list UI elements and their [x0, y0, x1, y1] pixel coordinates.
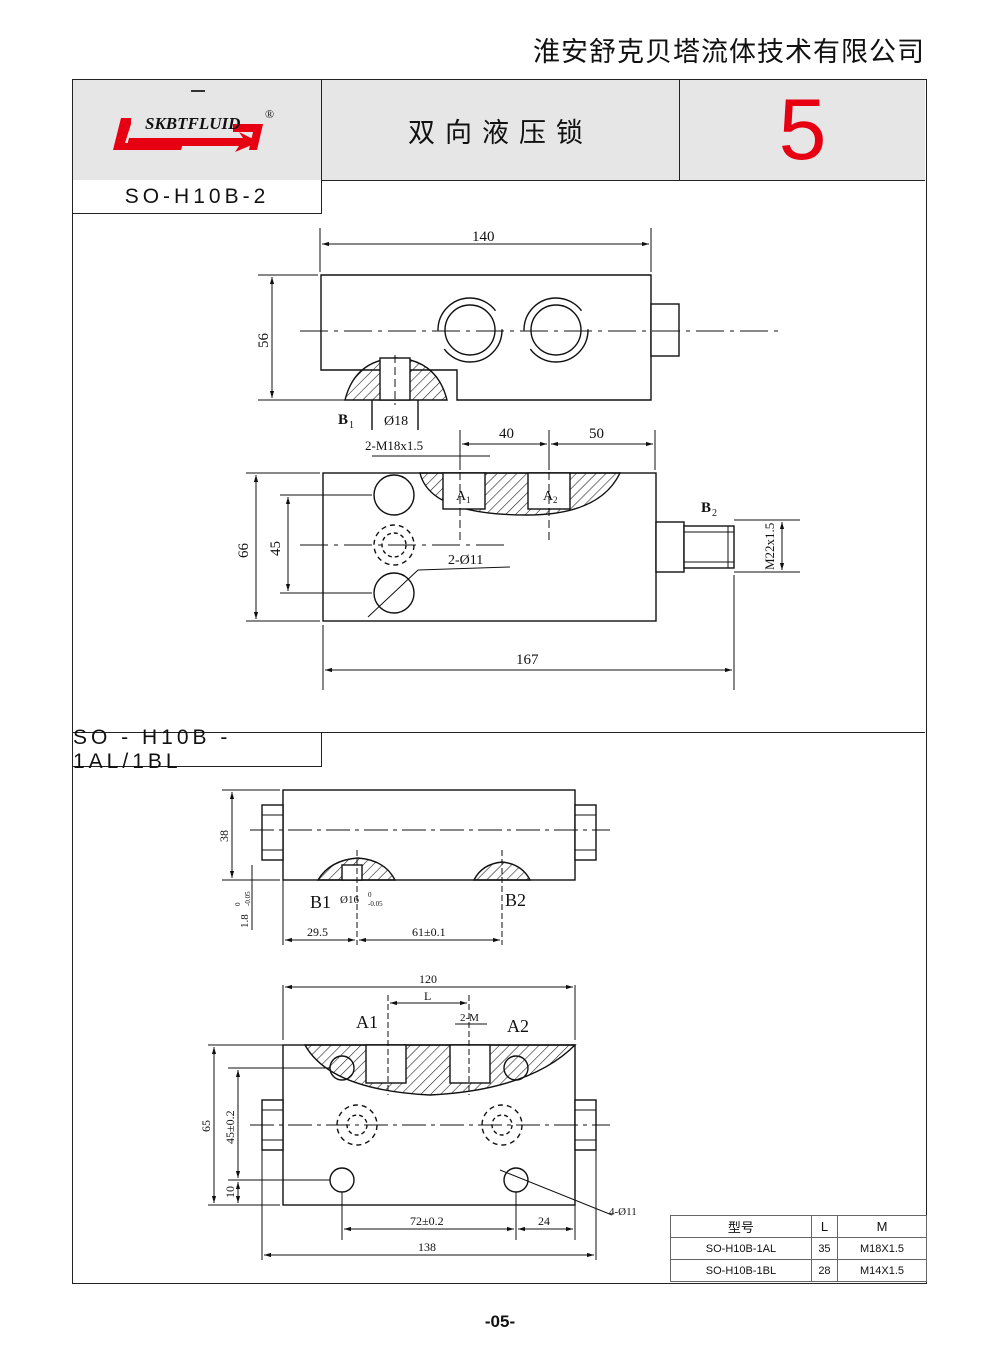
port-a1: A1: [356, 1012, 378, 1032]
dim-45: 45: [268, 541, 284, 556]
dim-L: L: [424, 989, 431, 1003]
dim-phi16: Ø16: [340, 894, 359, 906]
company-name: 淮安舒克贝塔流体技术有限公司: [533, 37, 925, 68]
datasheet-frame: SKBTFLUID ® 双向液压锁 5 SO-H10B-2 SO - H10B …: [72, 79, 927, 1284]
port-a2: A2: [507, 1016, 529, 1036]
header-bar: SKBTFLUID ® 双向液压锁 5: [73, 80, 925, 181]
page-footer-number: -05-: [484, 1312, 516, 1331]
drawing-1-front-labels: 40 50 A 1 A 2 B 2 66 45 2-Ø11 M22x1.5 16…: [236, 426, 777, 668]
dim-29-5: 29.5: [307, 925, 328, 939]
drawing-2-top-labels: 38 B1 Ø16 0 -0.05 B2 1.8 0 -0.05 29.5 61…: [217, 830, 526, 939]
brand-logo: SKBTFLUID ®: [113, 90, 274, 152]
drawing-1-front-view: [246, 430, 800, 690]
dim-138: 138: [418, 1240, 436, 1254]
dim-2-M: 2-M: [460, 1012, 479, 1024]
dim-140: 140: [472, 229, 495, 245]
logo-cell: SKBTFLUID ®: [73, 80, 322, 180]
port-b1: B1: [310, 892, 331, 912]
dim-38: 38: [217, 830, 231, 842]
table-row: SO-H10B-1BL 28 M14X1.5: [670, 1259, 927, 1282]
dim-167: 167: [516, 652, 539, 668]
drawing-1-top-labels: 140 56 B 1 Ø18 2-M18x1.5: [256, 229, 495, 453]
port-a1-sub: 1: [466, 495, 471, 505]
dim-65: 65: [199, 1120, 213, 1132]
page-number-big: 5: [778, 81, 827, 178]
tol18-upper: 0: [234, 902, 242, 906]
section-divider: [73, 732, 925, 733]
table-row: SO-H10B-1AL 35 M18X1.5: [670, 1237, 927, 1260]
table-cell: SO-H10B-1AL: [670, 1237, 812, 1260]
logo-text: SKBTFLUID: [145, 114, 240, 133]
port-b2: B: [701, 500, 711, 516]
port-b1-sub: 1: [349, 420, 354, 431]
tol16-lower: -0.05: [368, 900, 383, 908]
port-a1: A: [456, 489, 467, 504]
table-cell: SO-H10B-1BL: [670, 1259, 812, 1282]
dim-56: 56: [256, 333, 272, 349]
dim-phi18: Ø18: [384, 414, 408, 429]
dim-61: 61±0.1: [412, 925, 446, 939]
section-label-1: SO-H10B-2: [73, 180, 322, 214]
table-cell: 35: [810, 1237, 839, 1260]
dim-m22: M22x1.5: [762, 523, 777, 570]
port-a2-sub: 2: [553, 495, 558, 505]
drawing-2-front-view: [208, 984, 613, 1260]
dim-24: 24: [538, 1214, 550, 1228]
registered-mark: ®: [265, 107, 274, 121]
dim-phi11: 2-Ø11: [448, 553, 483, 568]
dim-4-phi11: 4-Ø11: [609, 1206, 637, 1218]
dim-45: 45±0.2: [223, 1110, 237, 1144]
port-a2: A: [543, 489, 554, 504]
table-cell: 28: [810, 1259, 839, 1282]
port-b1: B: [338, 412, 348, 428]
dim-66: 66: [236, 543, 252, 559]
port-b2: B2: [505, 890, 526, 910]
drawing-2-front-labels: 120 L A1 2-M A2 65 45±0.2 10 4-Ø11 72±0.…: [199, 972, 637, 1254]
tol16-upper: 0: [368, 891, 372, 899]
table-cell: M14X1.5: [837, 1259, 927, 1282]
tol18-lower: -0.05: [244, 891, 252, 906]
dim-50: 50: [589, 426, 604, 442]
product-title: 双向液压锁: [322, 80, 680, 180]
drawing-2-top-view: [222, 789, 610, 945]
spec-table: 型号 L M SO-H10B-1AL 35 M18X1.5 SO-H10B-1B…: [670, 1215, 927, 1282]
drawing-1-top-view: [258, 228, 780, 430]
dim-40: 40: [499, 426, 514, 442]
dim-120: 120: [419, 972, 437, 986]
dim-1-8: 1.8: [239, 914, 251, 928]
dim-72: 72±0.2: [410, 1214, 444, 1228]
dim-10: 10: [223, 1186, 237, 1198]
dim-m18: 2-M18x1.5: [365, 438, 423, 453]
port-b2-sub: 2: [712, 508, 717, 519]
